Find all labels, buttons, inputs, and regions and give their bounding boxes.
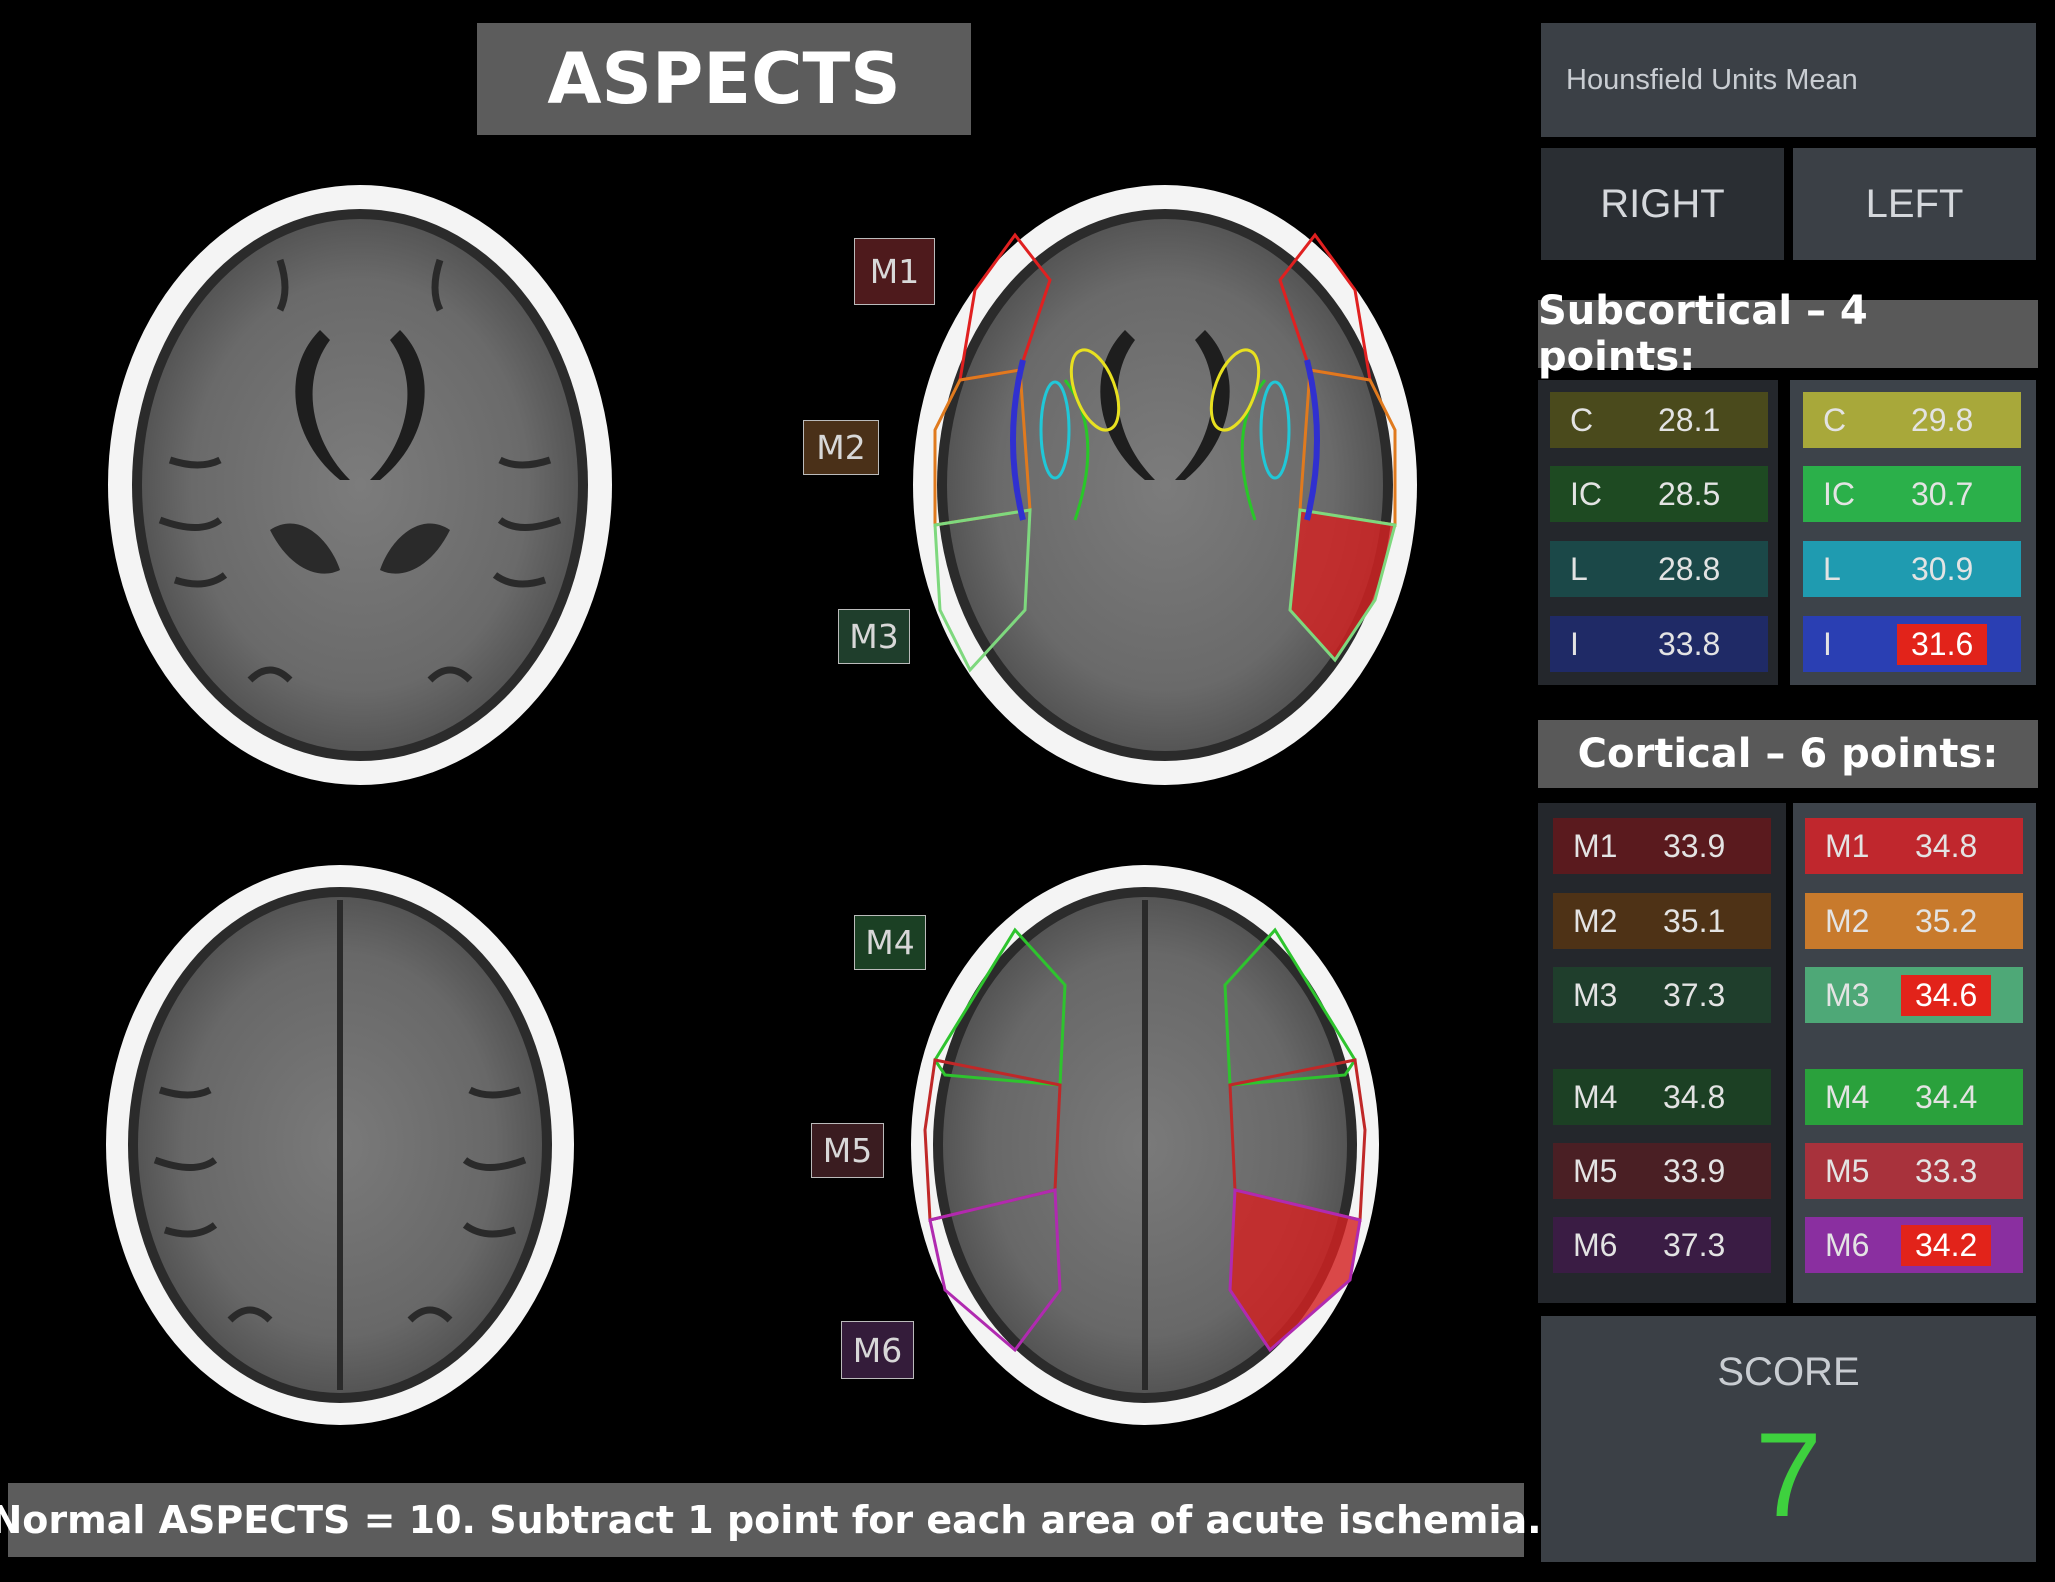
ct-scan-supraganglionic-annotated <box>911 865 1379 1425</box>
region-label-m2: M2 <box>803 420 879 475</box>
subcortical-heading: Subcortical – 4 points: <box>1538 288 2038 380</box>
ct-scan-supraganglionic-plain <box>106 865 574 1425</box>
cortical-left-value-flagged: 34.6 <box>1901 974 1992 1016</box>
cortical-right-value: 37.3 <box>1663 976 1726 1013</box>
cortical-left-code: M5 <box>1825 1152 1870 1189</box>
cortical-right-code: M2 <box>1573 902 1618 939</box>
cortical-left-code: M1 <box>1825 827 1870 864</box>
cortical-right-code: M5 <box>1573 1152 1618 1189</box>
page-title: ASPECTS <box>477 23 971 135</box>
subcortical-left-value-flagged: 31.6 <box>1897 623 1988 665</box>
cortical-right-code: M6 <box>1573 1226 1618 1263</box>
subcortical-right-code: L <box>1570 550 1588 587</box>
subcortical-right-row-i: I 33.8 <box>1550 616 1768 672</box>
cortical-left-value: 34.4 <box>1915 1078 1978 1115</box>
cortical-left-value: 35.2 <box>1915 902 1978 939</box>
cortical-left-row-m5: M5 33.3 <box>1805 1143 2023 1199</box>
subcortical-right-value: 33.8 <box>1658 625 1721 662</box>
cortical-left-row-m6: M6 34.2 <box>1805 1217 2023 1273</box>
score-panel: SCORE 7 <box>1541 1316 2036 1562</box>
cortical-right-row-m6: M6 37.3 <box>1553 1217 1771 1273</box>
subcortical-left-row-c: C 29.8 <box>1803 392 2021 448</box>
cortical-right-row-m5: M5 33.9 <box>1553 1143 1771 1199</box>
region-label-m4: M4 <box>854 915 926 970</box>
cortical-right-row-m3: M3 37.3 <box>1553 967 1771 1023</box>
cortical-left-code: M6 <box>1825 1226 1870 1263</box>
subcortical-right-value: 28.8 <box>1658 550 1721 587</box>
cortical-left-code: M3 <box>1825 976 1870 1013</box>
cortical-right-row-m2: M2 35.1 <box>1553 893 1771 949</box>
cortical-right-row-m1: M1 33.9 <box>1553 818 1771 874</box>
cortical-right-value: 33.9 <box>1663 1152 1726 1189</box>
subcortical-left-code: L <box>1823 550 1841 587</box>
subcortical-right-value: 28.1 <box>1658 401 1721 438</box>
cortical-right-row-m4: M4 34.8 <box>1553 1069 1771 1125</box>
cortical-right-code: M1 <box>1573 827 1618 864</box>
subcortical-left-value: 29.8 <box>1911 401 1974 438</box>
region-label-m1: M1 <box>854 238 935 305</box>
cortical-right-value: 35.1 <box>1663 902 1726 939</box>
ct-scan-ganglionic-plain <box>108 185 612 785</box>
subcortical-left-row-i: I 31.6 <box>1803 616 2021 672</box>
score-label: SCORE <box>1717 1350 1860 1394</box>
ct-scan-ganglionic-annotated <box>913 185 1417 785</box>
cortical-left-code: M2 <box>1825 902 1870 939</box>
cortical-right-value: 33.9 <box>1663 827 1726 864</box>
tab-left[interactable]: LEFT <box>1793 148 2036 260</box>
subcortical-right-row-c: C 28.1 <box>1550 392 1768 448</box>
subcortical-left-row-ic: IC 30.7 <box>1803 466 2021 522</box>
cortical-left-value: 33.3 <box>1915 1152 1978 1189</box>
cortical-heading: Cortical – 6 points: <box>1538 720 2038 788</box>
cortical-left-row-m4: M4 34.4 <box>1805 1069 2023 1125</box>
subcortical-right-code: C <box>1570 401 1594 438</box>
subcortical-right-row-ic: IC 28.5 <box>1550 466 1768 522</box>
subcortical-left-code: IC <box>1823 475 1855 512</box>
subcortical-right-row-l: L 28.8 <box>1550 541 1768 597</box>
subcortical-left-value: 30.7 <box>1911 475 1974 512</box>
cortical-right-value: 34.8 <box>1663 1078 1726 1115</box>
cortical-left-row-m2: M2 35.2 <box>1805 893 2023 949</box>
subcortical-right-code: I <box>1570 625 1579 662</box>
tab-right[interactable]: RIGHT <box>1541 148 1784 260</box>
cortical-left-value: 34.8 <box>1915 827 1978 864</box>
subcortical-left-value: 30.9 <box>1911 550 1974 587</box>
cortical-right-code: M4 <box>1573 1078 1618 1115</box>
subcortical-right-value: 28.5 <box>1658 475 1721 512</box>
cortical-right-code: M3 <box>1573 976 1618 1013</box>
score-value: 7 <box>1755 1408 1822 1542</box>
footer-note: Normal ASPECTS = 10. Subtract 1 point fo… <box>0 1483 1542 1557</box>
region-label-m3: M3 <box>838 609 910 664</box>
subcortical-right-code: IC <box>1570 475 1602 512</box>
cortical-left-row-m3: M3 34.6 <box>1805 967 2023 1023</box>
subcortical-left-code: C <box>1823 401 1847 438</box>
subcortical-left-code: I <box>1823 625 1832 662</box>
cortical-left-row-m1: M1 34.8 <box>1805 818 2023 874</box>
region-label-m5: M5 <box>811 1123 884 1178</box>
region-label-m6: M6 <box>841 1321 914 1379</box>
cortical-left-code: M4 <box>1825 1078 1870 1115</box>
cortical-left-value-flagged: 34.2 <box>1901 1224 1992 1266</box>
hounsfield-units-header: Hounsfield Units Mean <box>1541 23 2036 137</box>
cortical-right-value: 37.3 <box>1663 1226 1726 1263</box>
subcortical-left-row-l: L 30.9 <box>1803 541 2021 597</box>
